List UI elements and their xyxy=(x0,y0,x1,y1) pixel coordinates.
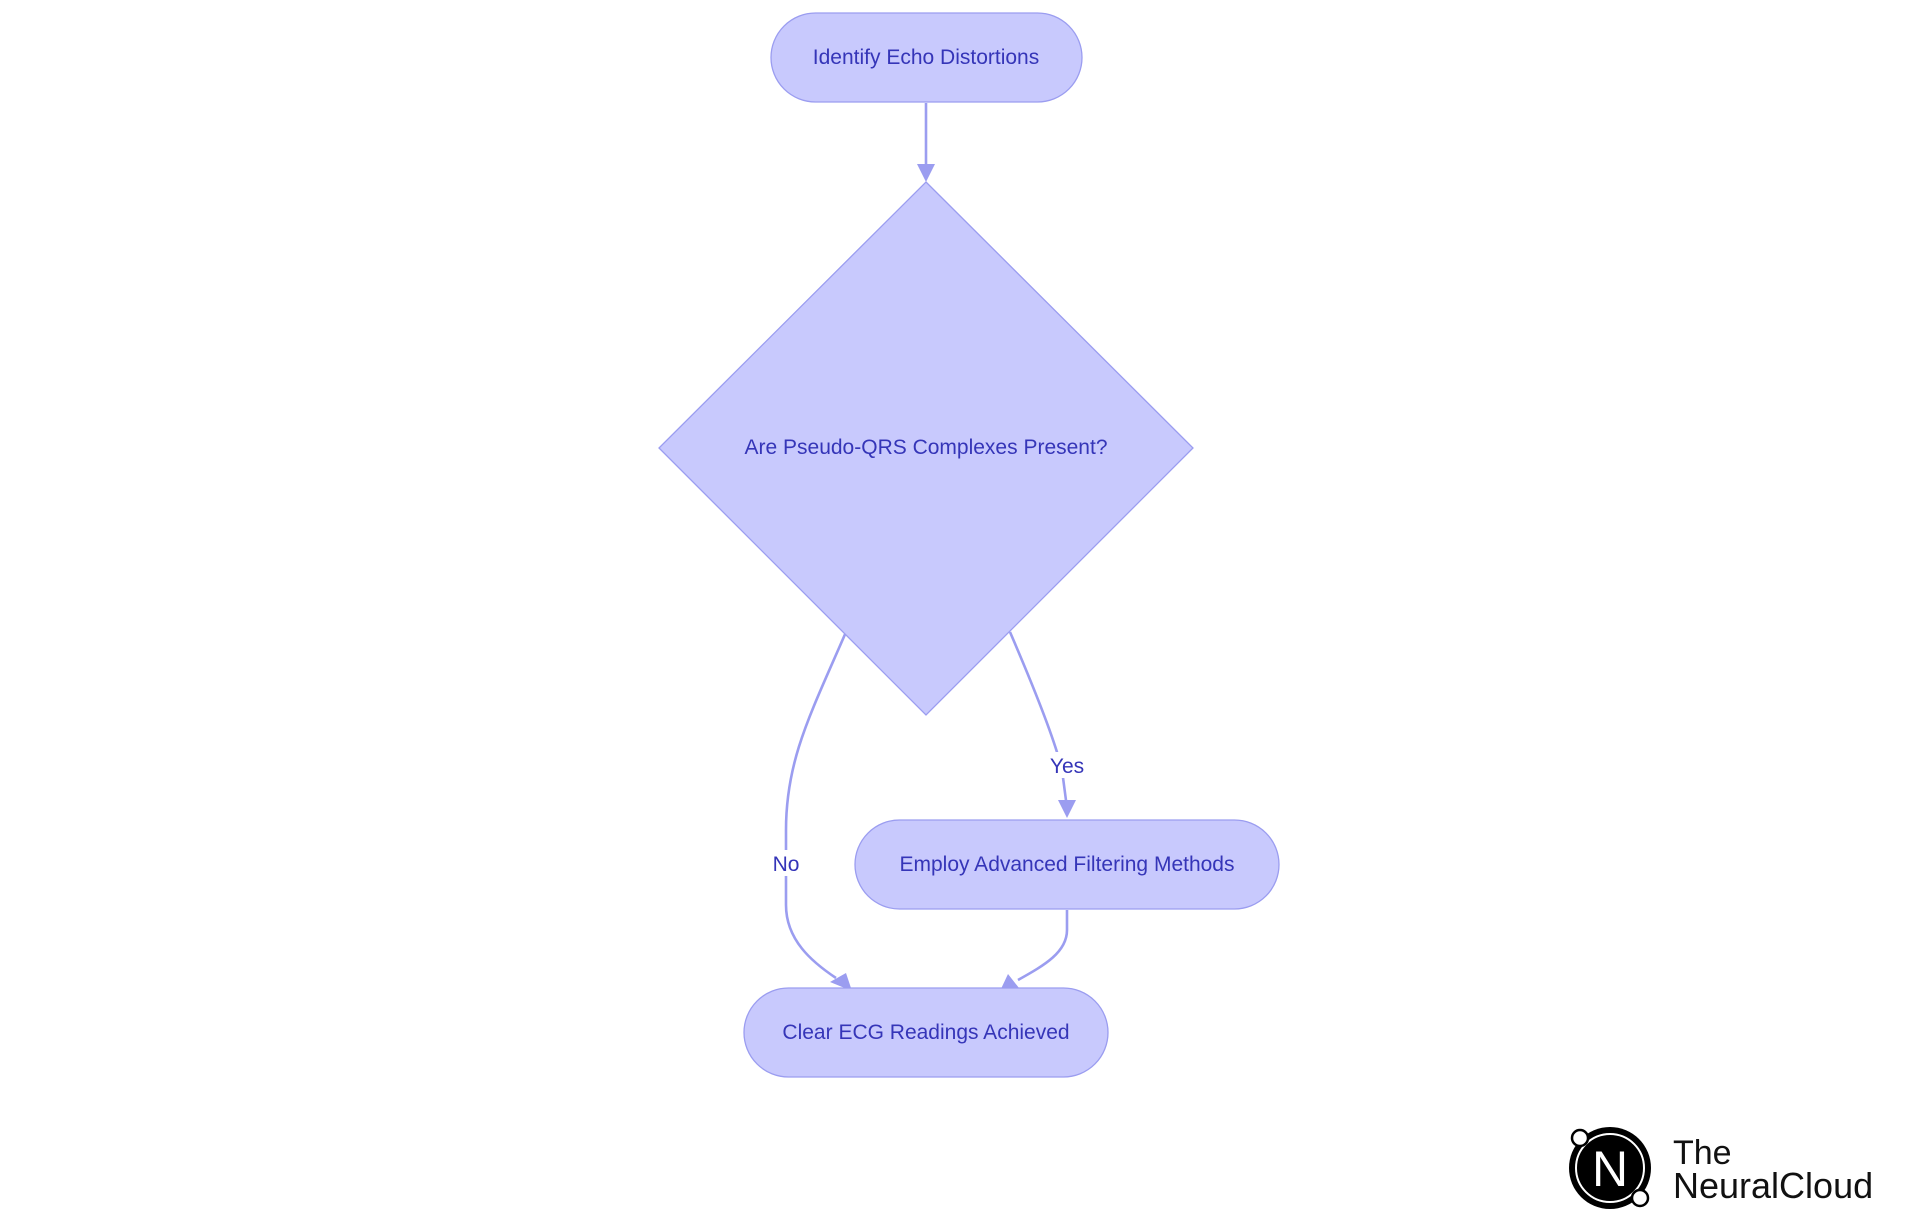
svg-text:Identify Echo Distortions: Identify Echo Distortions xyxy=(813,46,1039,69)
svg-text:N: N xyxy=(1592,1141,1628,1197)
svg-text:No: No xyxy=(773,853,800,876)
edge-decision-to-clear xyxy=(784,631,848,980)
node-decision-pseudo-qrs[interactable]: Are Pseudo-QRS Complexes Present? xyxy=(658,181,1194,716)
svg-text:Are Pseudo-QRS Complexes Prese: Are Pseudo-QRS Complexes Present? xyxy=(745,436,1108,459)
node-employ-advanced-filtering[interactable]: Employ Advanced Filtering Methods xyxy=(854,819,1280,910)
edge-filter-to-clear xyxy=(1017,910,1069,982)
svg-text:The: The xyxy=(1673,1134,1732,1172)
svg-text:NeuralCloud: NeuralCloud xyxy=(1673,1165,1873,1206)
edge-decision-to-filter xyxy=(1008,631,1069,809)
arrowhead-decision-to-clear xyxy=(830,973,852,991)
neuralcloud-logo-mark-icon: N xyxy=(1569,1127,1651,1209)
svg-text:Employ Advanced Filtering Meth: Employ Advanced Filtering Methods xyxy=(899,853,1234,876)
node-clear-ecg-readings[interactable]: Clear ECG Readings Achieved xyxy=(743,987,1109,1078)
edge-label-yes: Yes xyxy=(1046,752,1088,778)
node-identify-echo-distortions[interactable]: Identify Echo Distortions xyxy=(770,12,1083,103)
edge-label-no: No xyxy=(768,850,804,876)
svg-text:Clear ECG Readings Achieved: Clear ECG Readings Achieved xyxy=(782,1021,1069,1044)
arrowhead-filter-to-clear xyxy=(1000,974,1019,991)
arrowhead-decision-to-filter xyxy=(1058,800,1076,818)
arrowhead-identify-to-decision xyxy=(917,164,935,182)
neuralcloud-logo: N The NeuralCloud xyxy=(1569,1127,1873,1209)
svg-text:Yes: Yes xyxy=(1050,755,1084,778)
